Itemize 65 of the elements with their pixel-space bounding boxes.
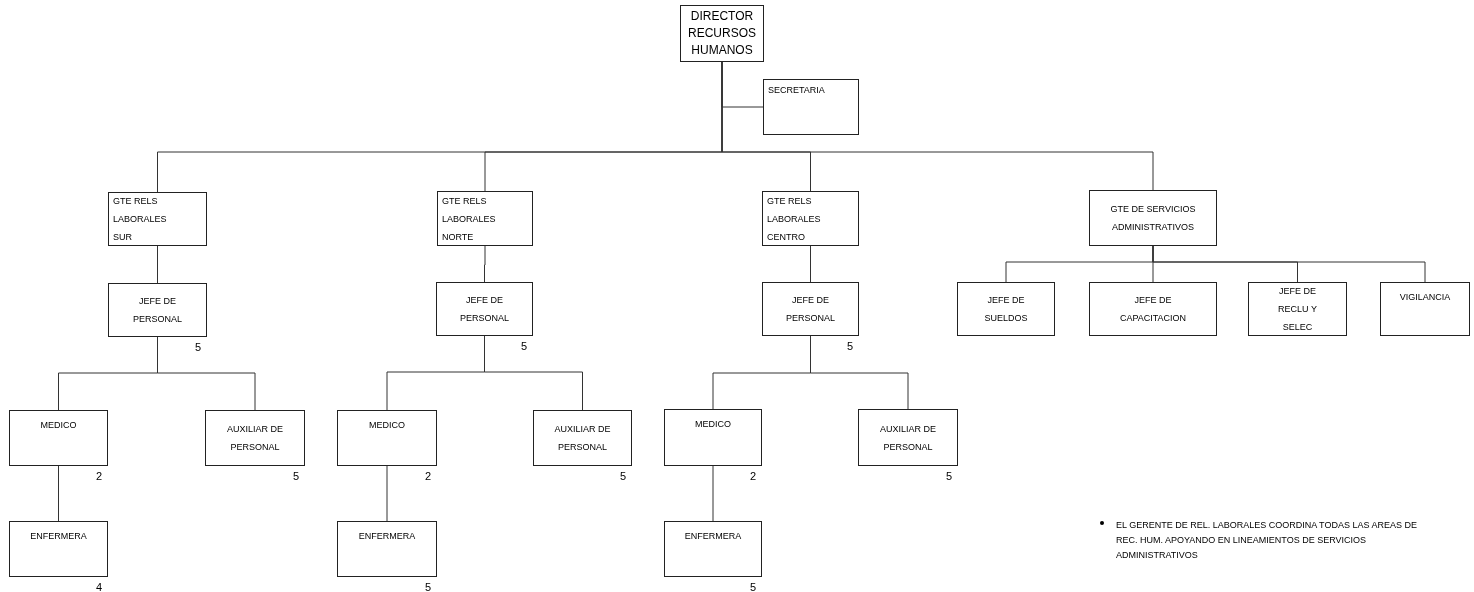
- box-label: JEFE DE PERSONAL: [785, 294, 836, 325]
- box-label: AUXILIAR DE PERSONAL: [554, 423, 611, 454]
- org-box: [436, 282, 533, 336]
- org-box: [108, 283, 207, 337]
- org-box: [763, 79, 859, 135]
- org-box: [664, 521, 762, 577]
- box-label: SECRETARIA: [768, 84, 825, 97]
- org-box: [437, 191, 533, 246]
- org-box: [108, 192, 207, 246]
- box-label: GTE DE SERVICIOS ADMINISTRATIVOS: [1110, 203, 1196, 234]
- staff-count: 5: [620, 470, 627, 482]
- staff-count: 2: [425, 470, 432, 482]
- staff-count: 5: [521, 340, 528, 352]
- box-label: MEDICO: [369, 419, 405, 432]
- org-box: [1248, 282, 1347, 336]
- box-label: JEFE DE SUELDOS: [983, 294, 1029, 325]
- staff-count: 5: [425, 581, 432, 592]
- box-label: GTE RELS LABORALES SUR: [113, 195, 168, 244]
- org-box: [762, 191, 859, 246]
- connector-line: [721, 61, 1154, 191]
- staff-count: 5: [946, 470, 953, 482]
- org-box: [533, 410, 632, 466]
- staff-count: 2: [750, 470, 757, 482]
- box-label: GTE RELS LABORALES CENTRO: [767, 194, 822, 244]
- connector-line: [484, 245, 486, 283]
- connector-line: [712, 465, 714, 522]
- box-label: JEFE DE RECLU Y SELEC: [1277, 285, 1318, 334]
- org-box: [762, 282, 859, 336]
- box-label: ENFERMERA: [30, 530, 87, 543]
- box-label: AUXILIAR DE PERSONAL: [879, 422, 937, 454]
- box-label: VIGILANCIA: [1399, 291, 1451, 304]
- org-box: [337, 410, 437, 466]
- box-label: ENFERMERA: [684, 530, 742, 543]
- box-label: AUXILIAR DE PERSONAL: [226, 423, 284, 454]
- org-box: [9, 410, 108, 466]
- box-label: JEFE DE PERSONAL: [459, 294, 510, 325]
- footnote-text: EL GERENTE DE REL. LABORALES COORDINA TODAS LAS AREAS DE REC. HUM. APOYANDO EN LINEAMIENTOS DE SERVICIOS ADMINISTRATIVOS: [1116, 519, 1418, 562]
- org-box: [1089, 282, 1217, 336]
- box-label: ENFERMERA: [358, 530, 416, 543]
- connector-line: [386, 465, 388, 522]
- box-label: JEFE DE PERSONAL: [132, 295, 183, 326]
- org-box: [858, 409, 958, 466]
- staff-count: 4: [96, 581, 103, 592]
- org-box: [664, 409, 762, 466]
- staff-count: 5: [750, 581, 757, 592]
- org-box: [1380, 282, 1470, 336]
- staff-count: 2: [96, 470, 103, 482]
- box-label: MEDICO: [695, 418, 731, 431]
- staff-count: 5: [847, 340, 854, 352]
- connector-line: [810, 245, 811, 283]
- connector-line: [157, 245, 158, 284]
- staff-count: 5: [293, 470, 300, 482]
- connector-line: [58, 465, 59, 522]
- org-box: [205, 410, 305, 466]
- org-box: [9, 521, 108, 577]
- box-label: GTE RELS LABORALES NORTE: [442, 194, 497, 244]
- org-box: [1089, 190, 1217, 246]
- box-label: DIRECTOR RECURSOS HUMANOS: [687, 8, 757, 59]
- org-box: [337, 521, 437, 577]
- connector-line: [1152, 245, 1426, 283]
- org-box: [680, 5, 764, 62]
- box-label: MEDICO: [40, 419, 77, 432]
- staff-count: 5: [195, 341, 202, 353]
- box-label: JEFE DE CAPACITACION: [1118, 294, 1188, 325]
- org-box: [957, 282, 1055, 336]
